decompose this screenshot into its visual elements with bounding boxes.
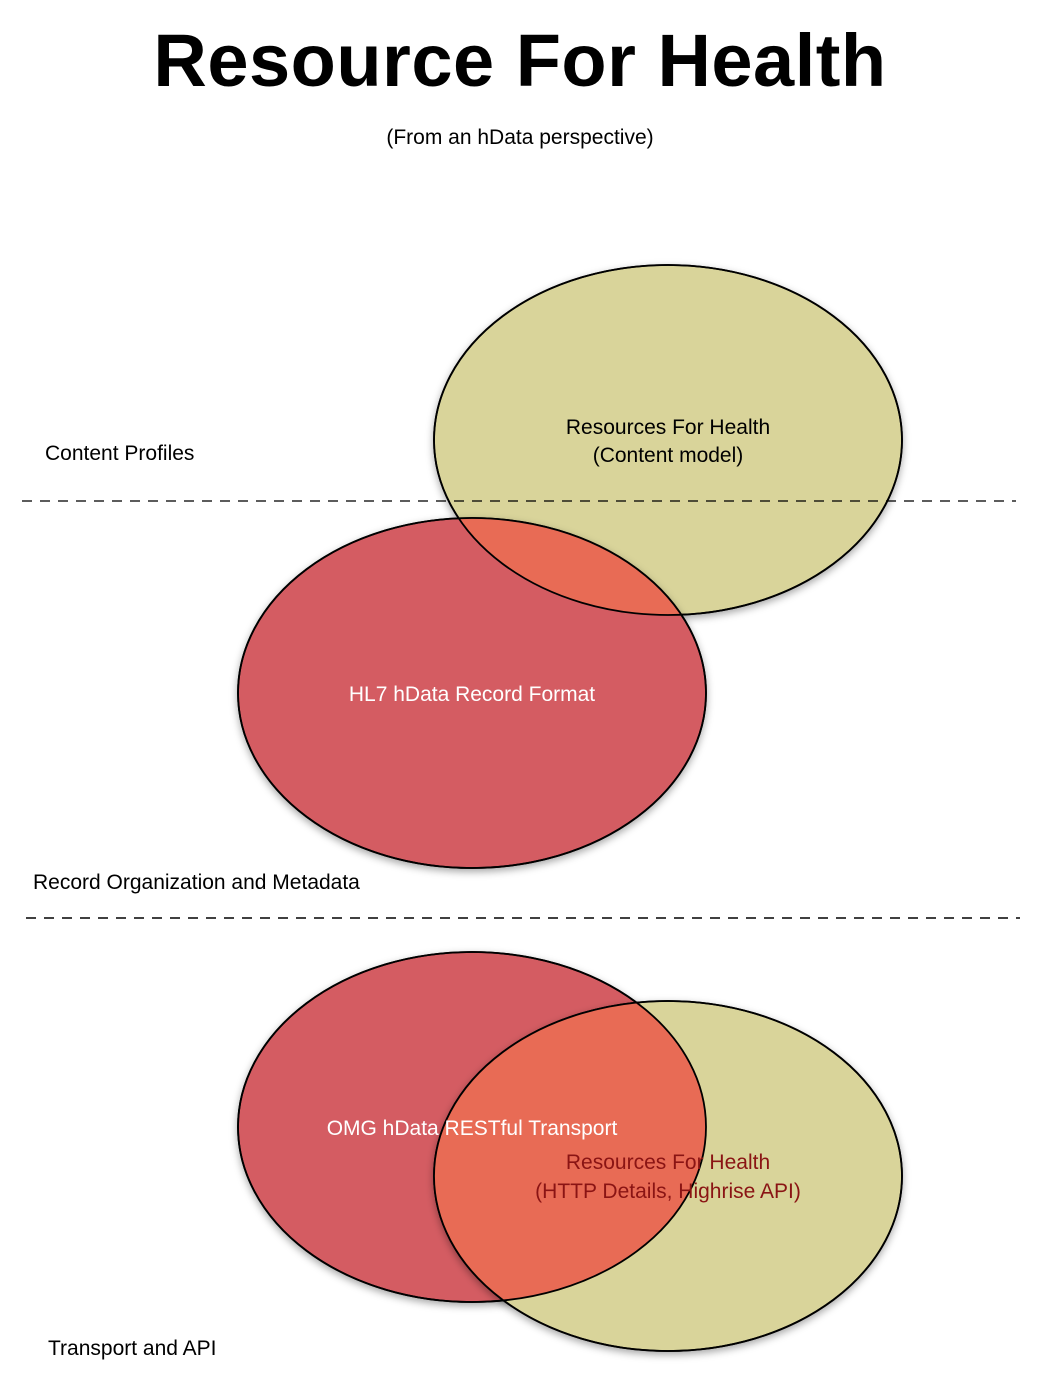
- page-title: Resource For Health: [153, 19, 887, 102]
- page-subtitle: (From an hData perspective): [386, 126, 654, 149]
- layer-label-transport-api: Transport and API: [48, 1337, 217, 1360]
- layer-label-content-profiles: Content Profiles: [45, 442, 195, 465]
- rfh-content-label-line2: (Content model): [593, 444, 744, 467]
- overlap-bottom-region: [434, 1001, 706, 1302]
- rfh-transport-label-line1: Resources For Health: [566, 1151, 770, 1174]
- layer-label-record-organization: Record Organization and Metadata: [33, 871, 360, 894]
- rfh-transport-label-line2: (HTTP Details, Highrise API): [535, 1180, 801, 1203]
- omg-transport-label: OMG hData RESTful Transport: [327, 1117, 618, 1140]
- hl7-record-label: HL7 hData Record Format: [349, 683, 595, 706]
- rfh-content-label-line1: Resources For Health: [566, 416, 770, 439]
